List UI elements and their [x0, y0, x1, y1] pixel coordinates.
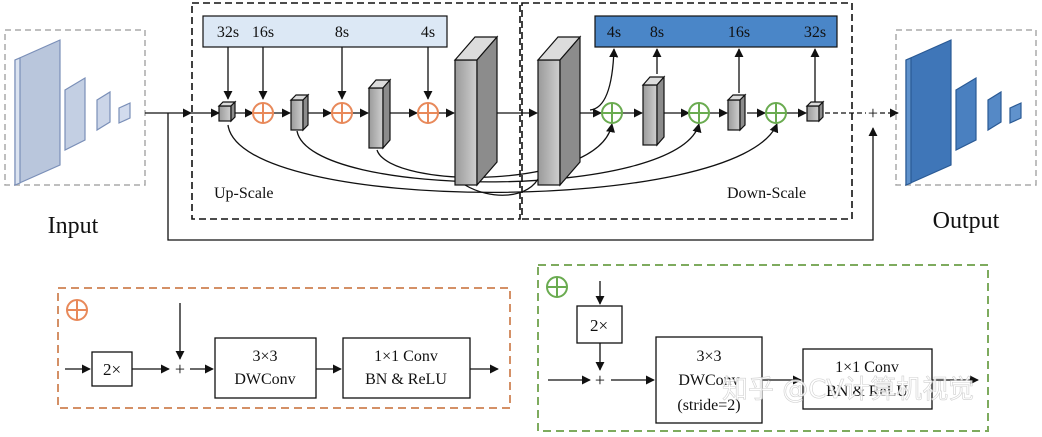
up-scale-frame	[191, 2, 521, 220]
up-scale-32s: 32s	[217, 24, 239, 41]
down-block-upsample-box	[576, 305, 623, 344]
down-scale-bar	[594, 15, 838, 48]
down-scale-16s: 16s	[728, 24, 750, 41]
down-scale-32s: 32s	[804, 24, 826, 41]
up-block-conv-line1: 1×1 Conv	[374, 348, 438, 365]
down-scale-frame	[521, 2, 853, 220]
up-block-frame	[57, 287, 511, 409]
up-scale-label: Up-Scale	[214, 185, 274, 202]
skip-curves	[227, 123, 779, 196]
up-block-upsample-box	[91, 351, 133, 387]
down-scale-4s: 4s	[607, 24, 621, 41]
down-scale-arrows	[589, 48, 820, 111]
down-block-dwconv-line1: 3×3	[696, 348, 721, 365]
up-block-legend-icon	[66, 299, 88, 321]
up-block-dwconv-line2: DWConv	[234, 371, 295, 388]
up-scale-16s: 16s	[252, 24, 274, 41]
down-block-plus: +	[595, 370, 605, 390]
output-plus: +	[868, 103, 878, 123]
down-scale-label: Down-Scale	[727, 185, 806, 202]
up-feature-blocks	[217, 35, 499, 187]
down-block-conv-line1: 1×1 Conv	[835, 359, 899, 376]
down-block-dwconv-line3: (stride=2)	[677, 397, 740, 414]
input-label: Input	[48, 213, 99, 239]
watermark-text: 知乎 @CV计算机视觉	[722, 375, 974, 405]
up-block-dwconv-box	[214, 337, 317, 399]
up-scale-4s: 4s	[421, 24, 435, 41]
down-block-conv-line2: BN & ReLU	[826, 383, 908, 400]
up-block-upsample-label: 2×	[103, 360, 121, 379]
down-block-arrows	[548, 281, 979, 385]
down-block-dwconv-box	[655, 336, 763, 424]
up-block-plus: +	[175, 359, 185, 379]
output-label: Output	[933, 208, 1000, 234]
input-frame	[4, 29, 146, 186]
down-scale-8s: 8s	[650, 24, 664, 41]
input-feature-stack	[14, 39, 131, 186]
up-block-conv-box	[342, 337, 471, 399]
down-block-upsample-label: 2×	[590, 316, 608, 335]
up-block-dwconv-line1: 3×3	[252, 348, 277, 365]
up-block-conv-line2: BN & ReLU	[365, 371, 447, 388]
down-block-conv-box	[802, 348, 933, 410]
up-scale-arrows	[223, 47, 433, 100]
up-block-arrows	[65, 303, 499, 374]
up-scale-operators	[252, 102, 439, 124]
up-scale-8s: 8s	[335, 24, 349, 41]
down-block-frame	[537, 264, 989, 432]
down-block-legend-icon	[546, 276, 568, 298]
down-block-dwconv-line2: DWConv	[678, 372, 739, 389]
up-scale-bar	[202, 15, 448, 48]
global-skip	[167, 113, 878, 241]
output-feature-stack	[905, 39, 1022, 186]
down-feature-blocks	[536, 35, 825, 187]
output-frame	[895, 29, 1037, 186]
down-scale-operators	[601, 102, 787, 124]
